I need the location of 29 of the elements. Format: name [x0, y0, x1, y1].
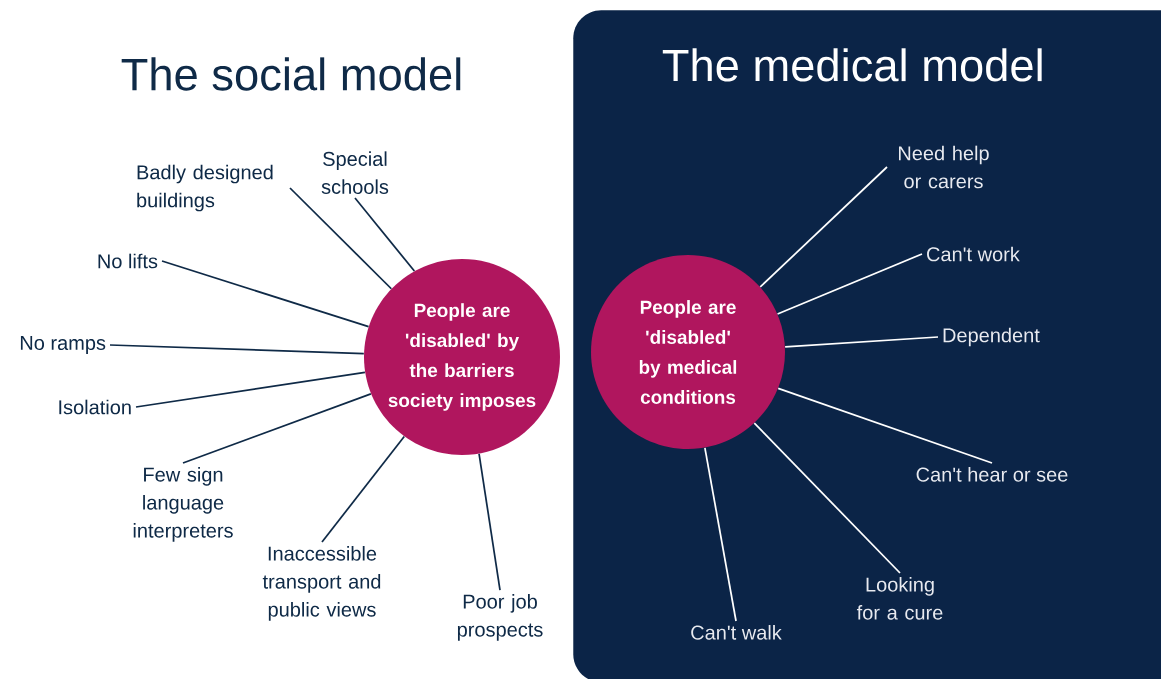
connector-line [109, 344, 365, 355]
label-text: Inaccessible transport and public views [262, 546, 381, 621]
label-text: No lifts [98, 253, 158, 269]
connector-line [759, 166, 888, 288]
connector-line [354, 197, 416, 272]
label-text: Looking for a cure [856, 577, 943, 620]
connector-line [182, 392, 372, 464]
label-text: Dependent [943, 327, 1040, 347]
label-text: Can't hear or see [916, 467, 1068, 482]
connector-line [289, 187, 393, 290]
connector-line [776, 253, 923, 315]
label-text: Special schools [321, 151, 389, 194]
label-text: Few sign language interpreters [133, 467, 233, 542]
connector-line [321, 435, 406, 543]
label-text: Isolation [59, 399, 131, 415]
connector-line [753, 422, 901, 574]
connector-line [161, 260, 370, 328]
heading: The social model [121, 57, 461, 91]
label-text: Poor job prospects [457, 594, 543, 641]
label-text: Need help or carers [899, 145, 989, 189]
label-text: Badly designed buildings [137, 164, 273, 212]
connector-line [704, 446, 737, 622]
connector-line [784, 336, 939, 348]
label-text: Can't walk [691, 625, 782, 640]
label-text: No ramps [20, 336, 106, 354]
connector-line [777, 387, 993, 464]
connector-line [478, 452, 501, 591]
connector-line [135, 371, 366, 408]
label-text: Can't work [927, 246, 1020, 262]
